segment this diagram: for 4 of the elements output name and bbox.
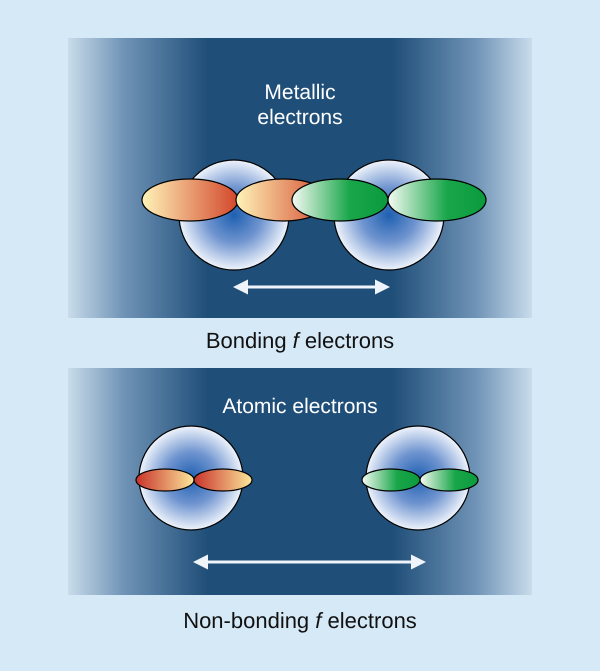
- caption: Bonding f electrons: [204, 328, 396, 354]
- caption: Non-bonding f electrons: [182, 608, 418, 634]
- region-label: Atomic electrons: [221, 394, 379, 420]
- region-label: Metallic electrons: [256, 80, 344, 130]
